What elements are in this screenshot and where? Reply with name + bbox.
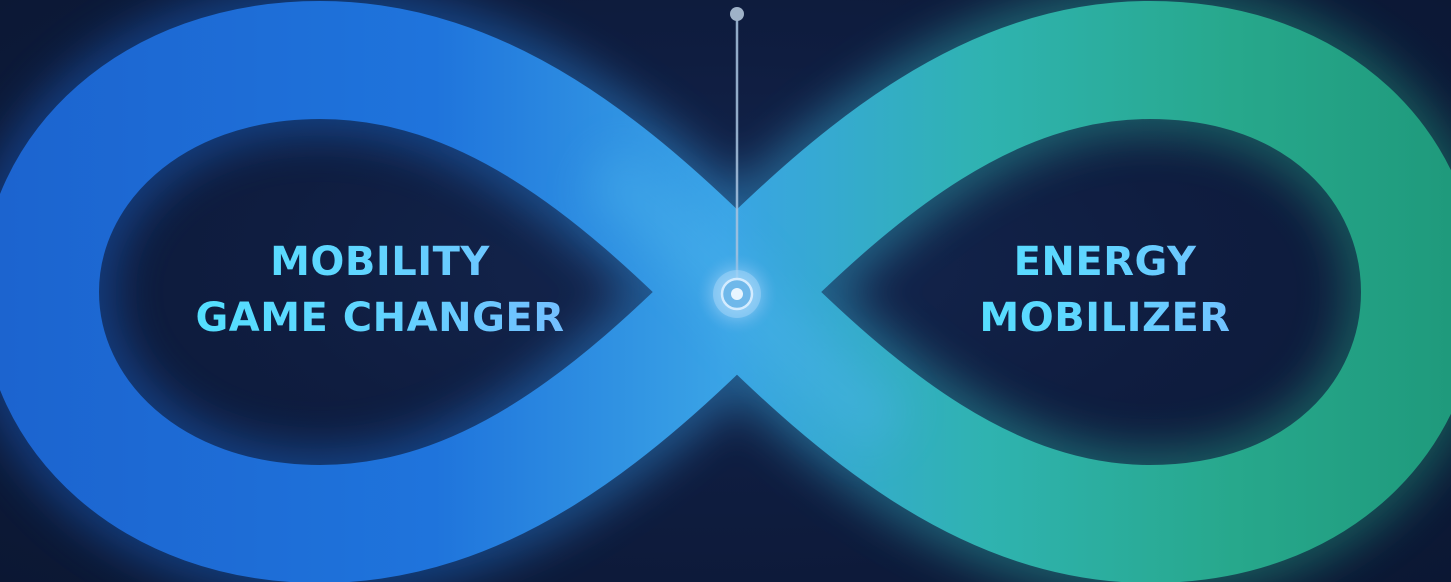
target-ring-icon (697, 254, 777, 334)
marker-top-dot (730, 7, 744, 21)
mobility-game-changer-label: MOBILITY GAME CHANGER (130, 234, 630, 346)
right-label-line2: MOBILIZER (979, 295, 1231, 341)
energy-mobilizer-label: ENERGY MOBILIZER (905, 234, 1305, 346)
right-label-line1: ENERGY (1013, 239, 1197, 285)
left-label-line2: GAME CHANGER (195, 295, 565, 341)
left-label-line1: MOBILITY (270, 239, 490, 285)
